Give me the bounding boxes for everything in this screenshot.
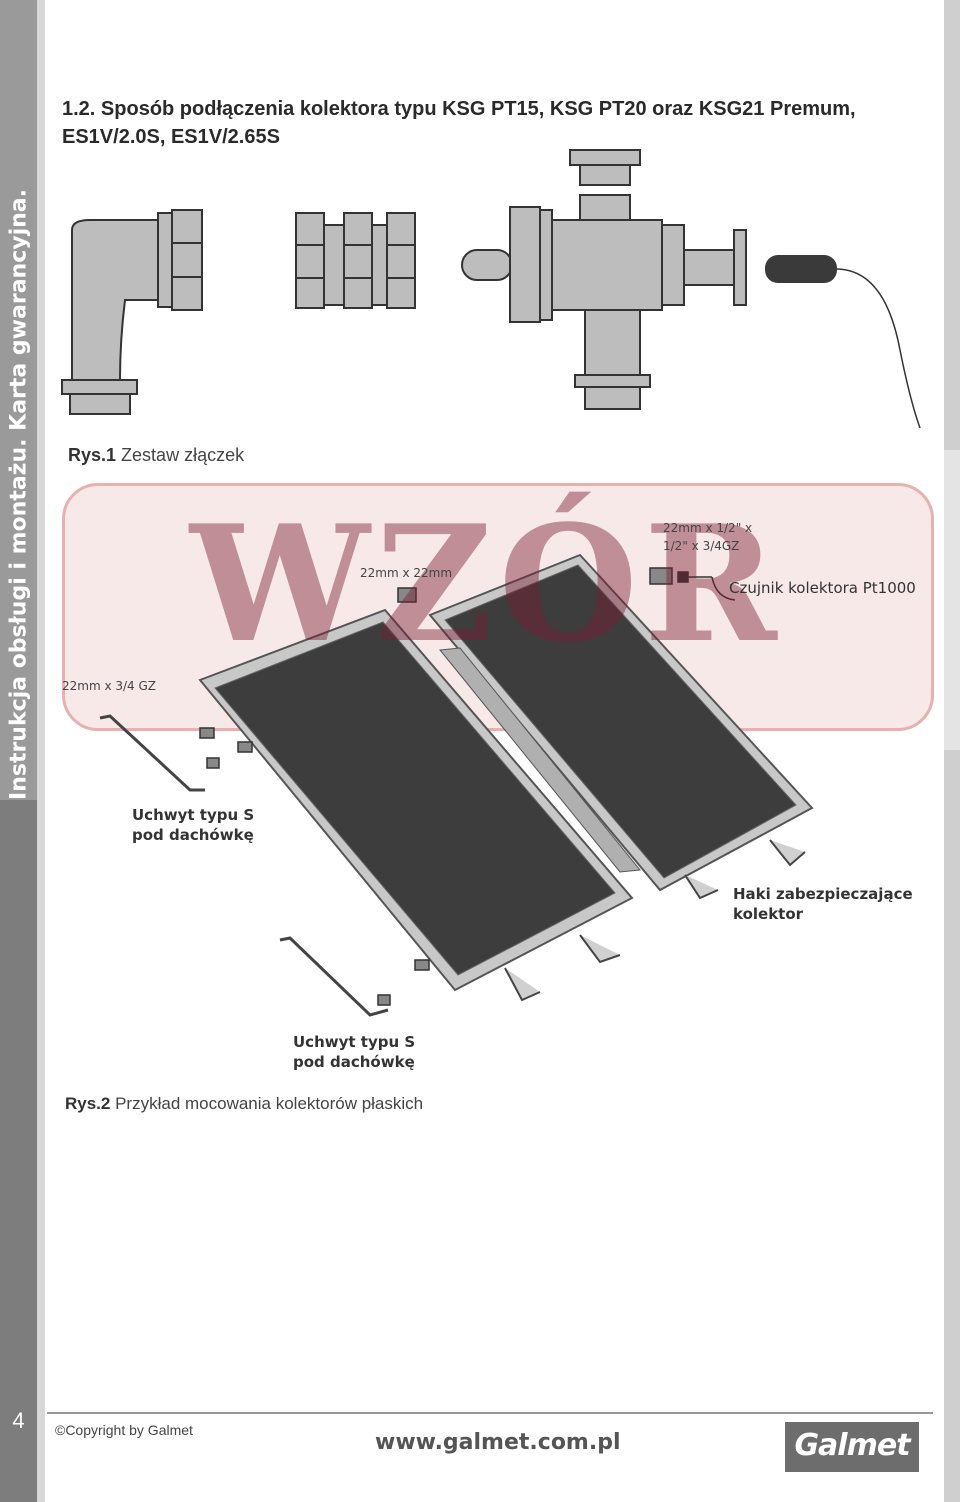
- solar-collector-icon: [198, 553, 814, 992]
- roof-bracket-icon: [99, 714, 389, 1017]
- label-sensor: Czujnik kolektora Pt1000: [729, 579, 916, 597]
- label-fitting-gz: 22mm x 3/4 GZ: [62, 679, 157, 693]
- footer-divider: [47, 1412, 933, 1414]
- label-fitting-tee-line1: 22mm x 1/2" x: [663, 521, 753, 535]
- section-title: 1.2. Sposób podłączenia kolektora typu K…: [62, 98, 856, 148]
- union-fitting-icon: [295, 212, 416, 309]
- label-fitting-tee-line2: 1/2" x 3/4GZ: [663, 539, 740, 553]
- website-url[interactable]: www.galmet.com.pl: [375, 1430, 621, 1455]
- tee-fitting-icon: [461, 149, 747, 410]
- right-margin-bar: [944, 0, 960, 1502]
- label-bracket-bottom: Uchwyt typu S pod dachówkę: [293, 1033, 416, 1071]
- collectors-figure: [99, 553, 814, 1017]
- label-fitting-22x22: 22mm x 22mm: [360, 566, 453, 580]
- figure1-caption: Rys.1 Zestaw złączek: [68, 445, 245, 465]
- fittings-figure: [61, 149, 921, 429]
- label-bracket-top: Uchwyt typu S pod dachówkę: [132, 806, 255, 844]
- elbow-fitting-icon: [61, 209, 203, 415]
- copyright: ©Copyright by Galmet: [55, 1422, 193, 1438]
- sidebar: Instrukcja obsługi i montażu. Karta gwar…: [0, 0, 37, 1502]
- watermark-text: WZÓR: [190, 490, 783, 678]
- galmet-logo: Galmet: [785, 1422, 919, 1472]
- figure2-caption: Rys.2 Przykład mocowania kolektorów płas…: [65, 1094, 424, 1113]
- temperature-sensor-icon: [765, 255, 921, 429]
- label-hooks: Haki zabezpieczające kolektor: [733, 885, 913, 923]
- hook-icons: [504, 839, 806, 1002]
- sidebar-band: [0, 0, 37, 800]
- page-number: 4: [12, 1408, 25, 1433]
- inner-margin-bar: [37, 0, 45, 1502]
